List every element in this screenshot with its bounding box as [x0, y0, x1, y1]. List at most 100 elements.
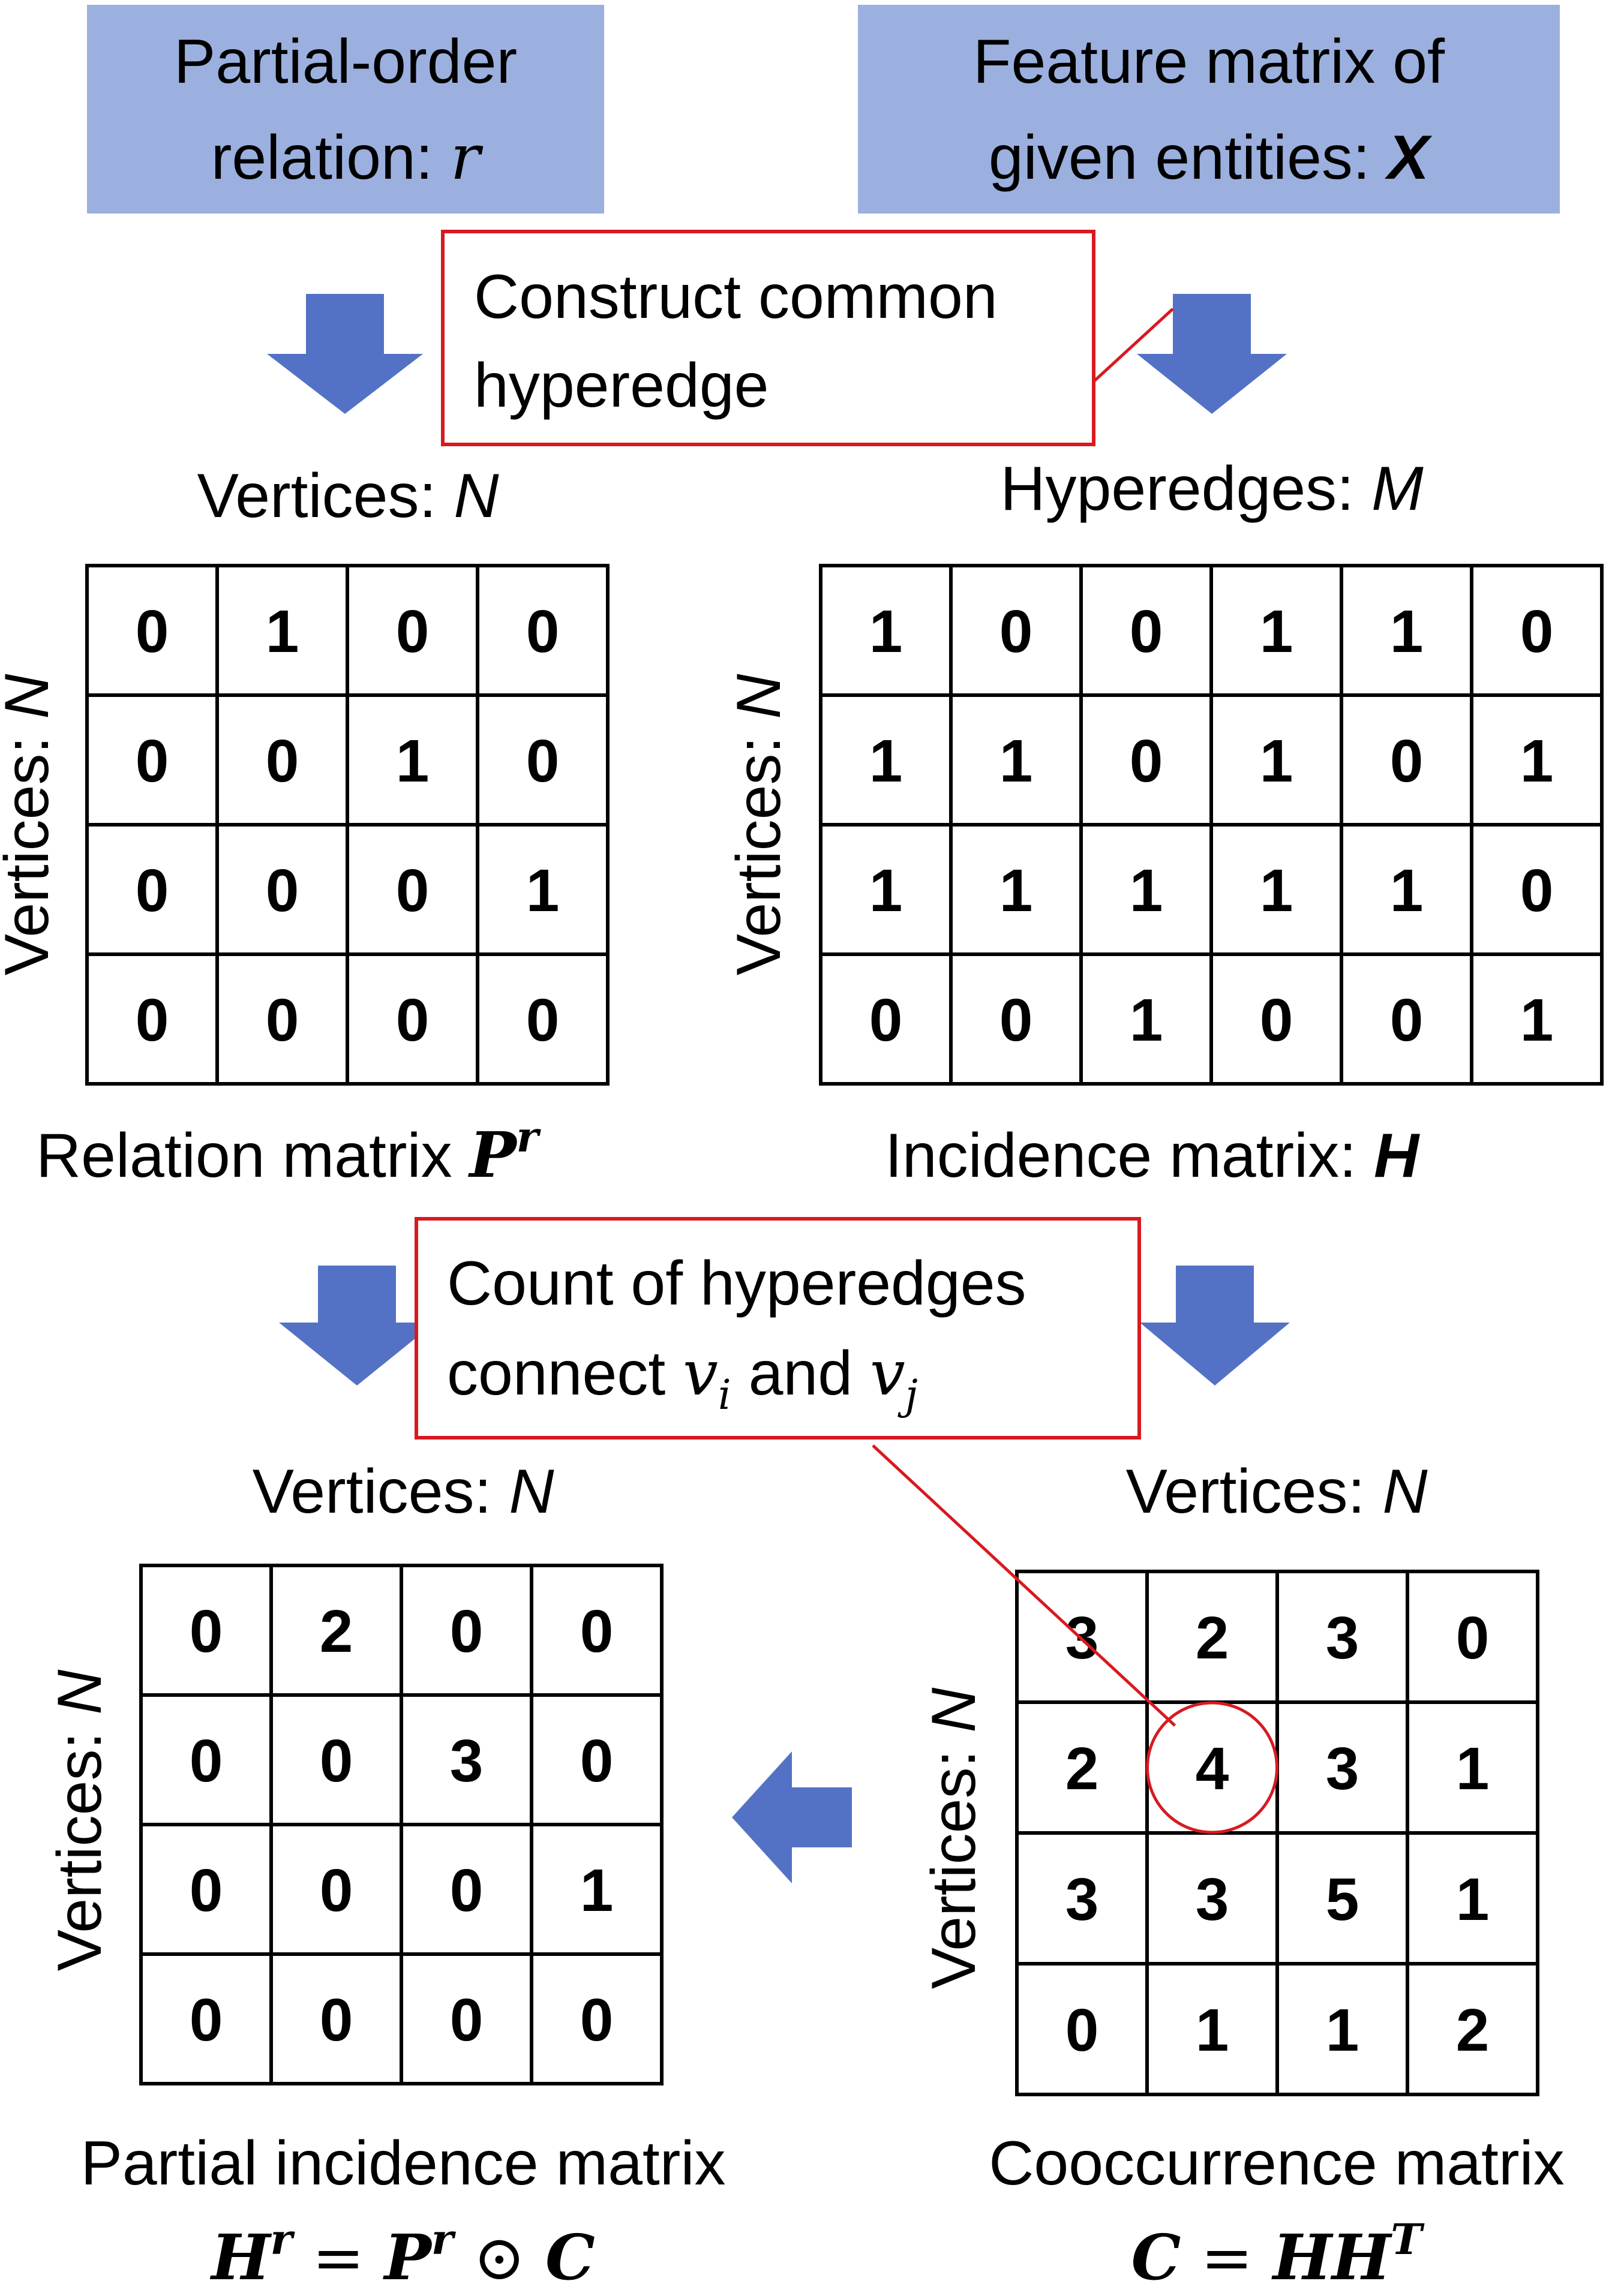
svg-text:Relation matrix Pr: Relation matrix Pr	[36, 1112, 542, 1192]
matrix-cell: 0	[190, 1857, 223, 1924]
matrix-cell: 0	[320, 1727, 353, 1795]
matrix-cell: 3	[1326, 1604, 1359, 1672]
matrix-cell: 1	[869, 728, 903, 795]
matrix-cell: 2	[320, 1598, 353, 1665]
matrix-cell: 0	[396, 857, 430, 924]
relation-symbol-r: r	[451, 121, 484, 194]
left-arrow-icon	[732, 1751, 852, 1883]
matrix-cell: 0	[450, 1598, 484, 1665]
partial-vertices-side-label: Vertices:	[45, 1715, 115, 1972]
matrix-cell: 1	[999, 728, 1033, 795]
matrix-cell: 0	[320, 1987, 353, 2054]
relation-symbol-p: P	[467, 1118, 518, 1192]
feature-matrix-line2: given entities:	[989, 123, 1388, 193]
matrix-cell: 0	[526, 598, 560, 665]
cooccurrence-matrix-caption: Cooccurrence matrix	[989, 2129, 1564, 2198]
matrix-cell: 0	[999, 987, 1033, 1054]
down-arrow-icon	[279, 1266, 435, 1386]
matrix-cell: 1	[999, 857, 1033, 924]
vi-symbol: v	[683, 1336, 718, 1410]
svg-text:Vertices: N: Vertices: N	[253, 1457, 555, 1526]
callout-pointer-line	[872, 1444, 1176, 1727]
matrix-cell: 3	[1196, 1866, 1229, 1933]
matrix-cell: 0	[136, 598, 169, 665]
matrix-cell: 0	[266, 728, 299, 795]
construct-callout-line2: hyperedge	[474, 351, 769, 420]
m-symbol: M	[1371, 454, 1424, 524]
matrix-cell: 0	[190, 1727, 223, 1795]
matrix-cell: 0	[1520, 598, 1554, 665]
matrix-cell: 0	[190, 1598, 223, 1665]
partial-matrix-caption: Partial incidence matrix	[80, 2129, 725, 2198]
construct-hyperedge-callout: Construct common hyperedge	[441, 230, 1174, 446]
matrix-cell: 0	[999, 598, 1033, 665]
matrix-cell: 1	[1390, 857, 1424, 924]
matrix-cell: 3	[1065, 1866, 1099, 1933]
matrix-cell: 2	[1065, 1735, 1099, 1802]
matrix-cell: 1	[869, 857, 903, 924]
matrix-cell: 0	[580, 1598, 614, 1665]
matrix-cell: 0	[320, 1857, 353, 1924]
cooccurrence-vertices-side-label: Vertices:	[919, 1733, 989, 1990]
matrix-cell: 0	[526, 728, 560, 795]
matrix-cell: 2	[1456, 1997, 1490, 2064]
partial-order-relation-box: Partial-order relation: r	[87, 5, 604, 214]
svg-text:given entities: X: given entities: X	[989, 123, 1433, 193]
partial-order-line2: relation:	[211, 123, 451, 193]
matrix-cell: 1	[580, 1857, 614, 1924]
matrix-cell: 4	[1196, 1735, 1229, 1802]
matrix-cell: 1	[1260, 598, 1293, 665]
matrix-cell: 0	[136, 857, 169, 924]
matrix-cell: 0	[1456, 1604, 1490, 1672]
matrix-cell: 3	[1326, 1735, 1359, 1802]
count-callout-line2: connect	[447, 1339, 683, 1408]
incidence-vertices-side-label: Vertices:	[724, 719, 794, 976]
matrix-cell: 1	[1130, 987, 1163, 1054]
matrix-cell: 0	[396, 987, 430, 1054]
highlight-circle	[1146, 1701, 1278, 1834]
incidence-symbol-h: H	[1374, 1121, 1420, 1191]
relation-matrix-caption: Relation matrix	[36, 1121, 469, 1191]
partial-vertices-label: Vertices:	[253, 1457, 509, 1526]
matrix-cell: 0	[396, 598, 430, 665]
matrix-cell: 0	[190, 1987, 223, 2054]
matrix-cell: 1	[1456, 1866, 1490, 1933]
incidence-hyperedges-label: Hyperedges:	[1000, 454, 1371, 524]
matrix-cell: 0	[580, 1987, 614, 2054]
partial-matrix-formula: Hr = Pr ⊙ C	[209, 2214, 595, 2294]
partial-order-line1: Partial-order	[174, 27, 517, 97]
matrix-cell: 0	[1390, 987, 1424, 1054]
matrix-cell: 1	[1260, 728, 1293, 795]
matrix-cell: 0	[136, 728, 169, 795]
matrix-cell: 2	[1196, 1604, 1229, 1672]
svg-text:Vertices: N: Vertices: N	[45, 1669, 115, 1972]
matrix-cell: 1	[526, 857, 560, 924]
svg-text:Incidence matrix: H: Incidence matrix: H	[885, 1121, 1420, 1191]
matrix-cell: 5	[1326, 1866, 1359, 1933]
relation-vertices-side-label: Vertices:	[0, 719, 62, 976]
count-callout-line1: Count of hyperedges	[447, 1249, 1026, 1318]
matrix-cell: 0	[526, 987, 560, 1054]
down-arrow-icon	[1137, 294, 1287, 414]
matrix-cell: 0	[1520, 857, 1554, 924]
svg-text:Hyperedges: M: Hyperedges: M	[1000, 454, 1424, 524]
vj-symbol: v	[870, 1336, 905, 1410]
n-symbol: N	[454, 461, 499, 531]
matrix-cell: 1	[1130, 857, 1163, 924]
matrix-cell: 0	[266, 987, 299, 1054]
matrix-cell: 0	[1390, 728, 1424, 795]
cooccurrence-vertices-label: Vertices:	[1126, 1457, 1383, 1526]
matrix-cell: 1	[266, 598, 299, 665]
cooccurrence-matrix-formula: C = HHT	[1131, 2214, 1425, 2294]
down-arrow-icon	[267, 294, 423, 414]
svg-text:Vertices: N: Vertices: N	[724, 674, 794, 976]
incidence-matrix-caption: Incidence matrix:	[885, 1121, 1374, 1191]
matrix-cell: 0	[1130, 728, 1163, 795]
feature-symbol-x: X	[1385, 123, 1433, 193]
matrix-cell: 0	[266, 857, 299, 924]
matrix-cell: 0	[1130, 598, 1163, 665]
